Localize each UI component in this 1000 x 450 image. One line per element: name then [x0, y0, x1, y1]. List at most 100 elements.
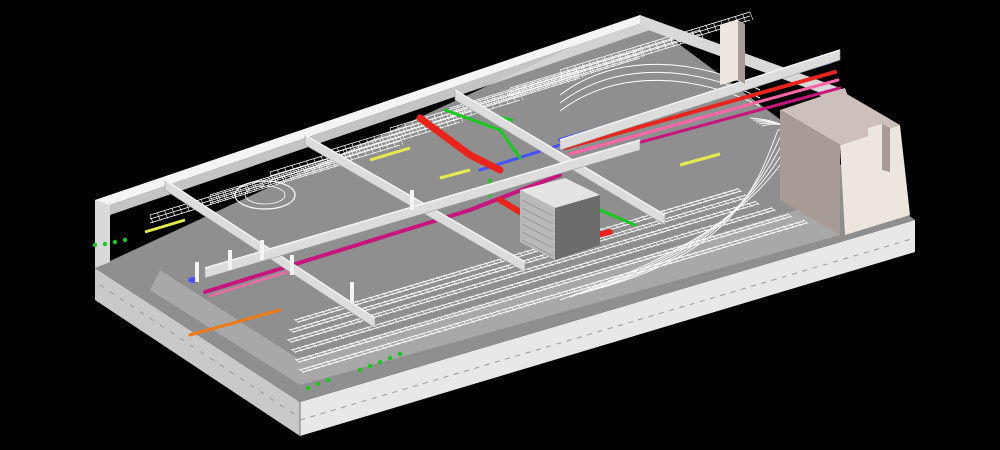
track-sleeper [455, 300, 461, 305]
track-sleeper [736, 187, 743, 193]
track-sleeper [441, 326, 448, 331]
track-sleeper [559, 69, 564, 79]
track-sleeper [386, 320, 393, 325]
track-sleeper [632, 52, 636, 61]
track-sleeper [574, 65, 578, 74]
track-sleeper [322, 350, 328, 356]
slab-texture-mark [484, 363, 490, 366]
track-sleeper [609, 265, 615, 271]
track-sleeper [291, 165, 296, 174]
slab-texture-mark [351, 402, 357, 406]
track-sleeper [431, 286, 437, 292]
transverse-beam-edge [454, 89, 666, 216]
track-sleeper [729, 189, 736, 195]
track-sleeper [633, 247, 639, 252]
track-sleeper [685, 220, 691, 226]
track-sleeper [663, 249, 670, 255]
track-sleeper [404, 123, 408, 132]
track-sleeper [736, 216, 742, 222]
track-sleeper [380, 134, 385, 143]
slab-texture-mark [545, 345, 552, 348]
track-sleeper [327, 308, 334, 314]
track-sleeper [552, 76, 556, 85]
slab-texture-mark [219, 364, 225, 368]
track-sleeper [411, 292, 417, 298]
track-sleeper [499, 266, 505, 271]
track-sleeper [286, 338, 293, 344]
track-sleeper [503, 308, 509, 313]
track-sleeper [659, 261, 666, 267]
track-sleeper [675, 205, 681, 211]
track-sleeper [492, 277, 499, 283]
ventilation-stack [868, 124, 882, 174]
track-sleeper [610, 58, 615, 68]
track-sleeper [448, 324, 455, 329]
track-sleeper [655, 220, 662, 225]
track-sleeper [222, 192, 227, 201]
track-sleeper [639, 49, 644, 59]
track-sleeper [472, 283, 478, 289]
track-sleeper [770, 206, 776, 212]
track-sleeper [496, 287, 502, 293]
track-sleeper [664, 226, 671, 232]
track-sleeper [322, 318, 329, 324]
track-sleeper [356, 340, 362, 346]
track-sleeper [625, 49, 630, 59]
track-sleeper [737, 196, 743, 201]
track-sleeper [428, 330, 434, 335]
slab-texture-mark [433, 378, 439, 382]
track-sleeper [696, 208, 702, 213]
track-sleeper [329, 316, 335, 322]
longitudinal-beam-edge [559, 49, 841, 141]
track-sleeper [796, 221, 802, 227]
track-sleeper [209, 194, 214, 204]
track-rail [149, 160, 341, 220]
track-sleeper [559, 74, 563, 83]
track-sleeper [671, 224, 678, 230]
track-sleeper [305, 366, 312, 372]
track-sleeper [803, 219, 809, 225]
track-sleeper [606, 255, 612, 260]
pink-pipe [209, 267, 301, 297]
track-sleeper [602, 267, 608, 273]
track-sleeper [641, 224, 648, 229]
track-sleeper [370, 304, 376, 310]
track-sleeper [546, 76, 550, 85]
left-end-wall [95, 195, 110, 268]
track-sleeper [298, 162, 303, 172]
red-pipe [563, 70, 837, 150]
track-sleeper [749, 212, 756, 218]
track-sleeper [775, 227, 782, 233]
track-sleeper [730, 198, 736, 203]
track-sleeper [585, 284, 591, 289]
track-sleeper [688, 231, 694, 236]
track-sleeper [640, 45, 644, 54]
back-wall-face [110, 20, 650, 215]
track-sleeper [646, 265, 652, 271]
track-sleeper [230, 190, 234, 199]
track-sleeper [723, 200, 729, 205]
track-sleeper [326, 360, 332, 366]
track-sleeper [410, 324, 417, 329]
track-sleeper [695, 199, 702, 205]
green-signal-dot [397, 351, 403, 357]
track-sleeper [353, 352, 359, 358]
track-sleeper [328, 326, 334, 332]
track-sleeper [282, 172, 287, 181]
track-sleeper [687, 253, 693, 259]
slab-texture-mark [412, 384, 418, 388]
track-sleeper [738, 227, 745, 232]
track-sleeper [496, 310, 502, 315]
slab-texture-mark [904, 239, 910, 242]
track-sleeper [599, 257, 605, 263]
track-sleeper [479, 281, 485, 287]
slab-texture-mark [648, 314, 654, 318]
slab-texture-mark [771, 278, 777, 281]
track-sleeper [503, 285, 509, 291]
track-sleeper [544, 78, 549, 88]
track-sleeper [457, 270, 463, 275]
slab-texture-mark [99, 284, 105, 288]
track-sleeper [424, 298, 430, 303]
